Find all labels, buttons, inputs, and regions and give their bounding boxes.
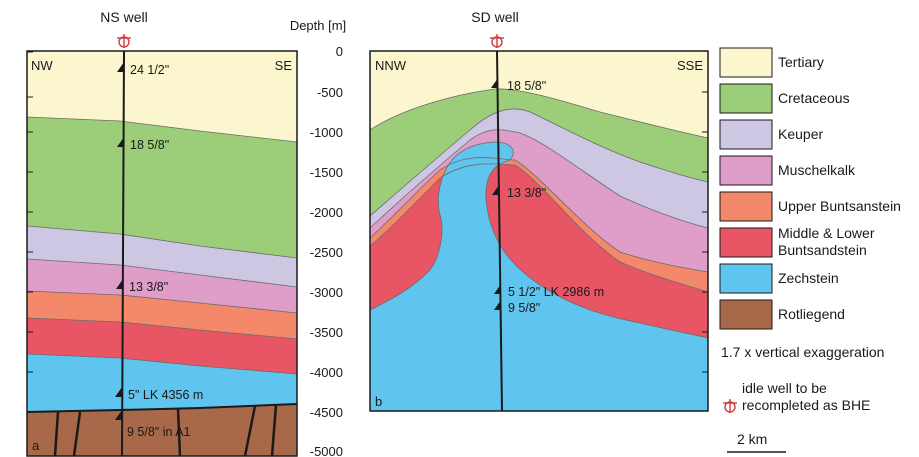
layer-zechstein-b <box>370 142 708 411</box>
sd-casing-label-1: 18 5/8" <box>507 79 546 93</box>
depth-axis: Depth [m] 0 -500 -1000 -1500 -2000 -2500… <box>290 18 346 457</box>
legend-label: Rotliegend <box>778 306 845 322</box>
sd-casing-label-3: 5 1/2" LK 2986 m <box>508 285 604 299</box>
legend: Tertiary Cretaceous Keuper Muschelkalk U… <box>719 47 901 453</box>
text-line: Middle & Lower <box>778 225 875 241</box>
legend-label: Cretaceous <box>778 90 850 106</box>
scale-bar-label: 2 km <box>737 431 767 447</box>
legend-label: Keuper <box>778 126 823 142</box>
legend-swatch <box>719 299 773 330</box>
ns-casing-shoes <box>115 62 124 420</box>
depth-tick-1000: -1000 <box>310 125 343 140</box>
panel-a-frame <box>26 50 298 457</box>
legend-item-rotliegend: Rotliegend <box>719 299 845 330</box>
depth-tick-3500: -3500 <box>310 325 343 340</box>
sd-casing-label-2: 13 3/8" <box>507 186 546 200</box>
legend-swatch <box>719 83 773 114</box>
legend-item-zechstein: Zechstein <box>719 263 839 294</box>
legend-item-muschelkalk: Muschelkalk <box>719 155 856 186</box>
depth-tick-4500: -4500 <box>310 405 343 420</box>
sd-casing-shoes <box>491 78 501 310</box>
ns-casing-label-1: 24 1/2" <box>130 63 169 77</box>
panel-a-ticks <box>27 51 33 413</box>
text-line: recompleted as BHE <box>742 397 870 413</box>
panel-letter-b: b <box>375 394 382 409</box>
legend-swatch <box>719 155 773 186</box>
ns-well-bore <box>121 50 125 457</box>
depth-tick-2000: -2000 <box>310 205 343 220</box>
text-line: Buntsandstein <box>778 242 867 258</box>
well-symbol-icon <box>117 34 131 48</box>
legend-swatch <box>719 263 773 294</box>
ns-direction-left: NW <box>31 58 53 73</box>
legend-item-keuper: Keuper <box>719 119 823 150</box>
sd-well-bore <box>496 50 503 412</box>
panel-ns-well: 24 1/2" 18 5/8" 13 3/8" 5" LK 4356 m 9 5… <box>26 9 298 457</box>
depth-axis-title: Depth [m] <box>290 18 346 33</box>
panel-sd-well: 18 5/8" 13 3/8" 5 1/2" LK 2986 m 9 5/8" … <box>369 9 709 412</box>
depth-tick-4000: -4000 <box>310 365 343 380</box>
layer-rotliegend-a <box>27 404 297 456</box>
legend-swatch <box>719 119 773 150</box>
legend-label: Tertiary <box>778 54 824 70</box>
panel-letter-a: a <box>32 438 40 453</box>
legend-swatch <box>719 47 773 78</box>
sd-well-title: SD well <box>471 9 518 25</box>
ns-well-title: NS well <box>100 9 147 25</box>
panel-b-frame <box>369 50 709 412</box>
ns-casing-label-2: 18 5/8" <box>130 138 169 152</box>
vertical-exaggeration-note: 1.7 x vertical exaggeration <box>721 344 884 360</box>
sd-direction-right: SSE <box>677 58 703 73</box>
depth-tick-500: -500 <box>317 85 343 100</box>
depth-tick-5000: -5000 <box>310 444 343 457</box>
depth-tick-2500: -2500 <box>310 245 343 260</box>
legend-item-cretaceous: Cretaceous <box>719 83 850 114</box>
ns-casing-label-3: 13 3/8" <box>129 280 168 294</box>
legend-swatch <box>719 191 773 222</box>
legend-item-tertiary: Tertiary <box>719 47 824 78</box>
well-symbol-icon <box>723 399 737 413</box>
text-line: idle well to be <box>742 380 827 396</box>
sd-direction-left: NNW <box>375 58 407 73</box>
depth-tick-3000: -3000 <box>310 285 343 300</box>
panel-b-ticks <box>702 91 708 373</box>
faults-a <box>53 404 278 456</box>
depth-tick-1500: -1500 <box>310 165 343 180</box>
legend-label: Upper Buntsanstein <box>778 198 901 214</box>
depth-tick-0: 0 <box>336 44 343 59</box>
well-symbol-icon <box>490 34 504 48</box>
ns-casing-label-4: 5" LK 4356 m <box>128 388 203 402</box>
ns-casing-label-5: 9 5/8" in A1 <box>127 425 191 439</box>
legend-label: Muschelkalk <box>778 162 856 178</box>
legend-item-upper-buntsanstein: Upper Buntsanstein <box>719 191 901 222</box>
ns-direction-right: SE <box>275 58 293 73</box>
legend-swatch <box>719 227 773 258</box>
sd-casing-label-4: 9 5/8" <box>508 301 540 315</box>
legend-label: Zechstein <box>778 270 839 286</box>
